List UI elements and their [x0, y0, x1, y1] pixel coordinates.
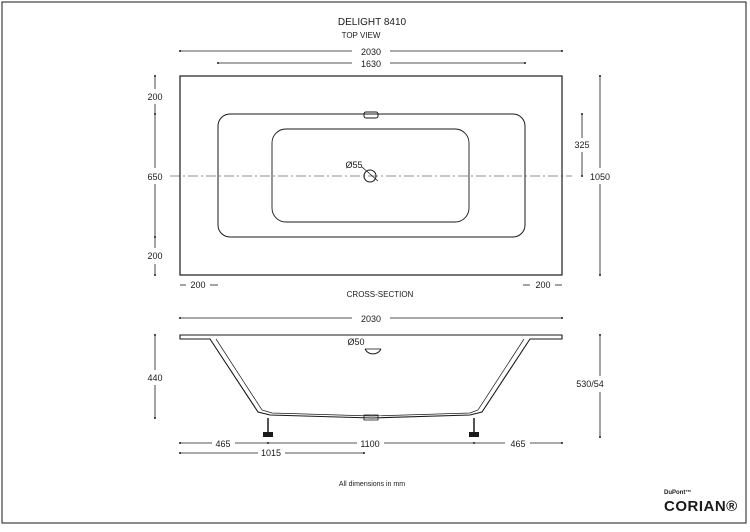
brand-dupont: DuPont™ [664, 489, 691, 496]
dimensions-note: All dimensions in mm [339, 481, 405, 488]
right-foot [469, 418, 479, 437]
left-foot [263, 418, 273, 437]
dim-overflow-diameter: Ø50 [347, 337, 364, 347]
section-drain [363, 414, 379, 421]
top-view: 2030 1630 Ø55 200 650 200 [147, 47, 610, 290]
drain-icon [363, 169, 377, 183]
tub-section-inner-wall [215, 338, 525, 417]
dim-drain-diameter: Ø55 [345, 160, 362, 170]
dim-right-foot: 465 [510, 439, 525, 449]
dim-depth: 440 [147, 373, 162, 383]
corian-logo: DuPont™ CORIAN® [664, 489, 738, 515]
dim-overall-width: 1050 [590, 172, 610, 182]
view-label-top: TOP VIEW [342, 31, 381, 40]
overflow-slot [363, 111, 379, 119]
dim-left-margin: 200 [190, 280, 205, 290]
dim-foot-offset: 1015 [261, 448, 281, 458]
drawing-title: DELIGHT 8410 [338, 17, 407, 28]
dim-top-margin: 200 [147, 92, 162, 102]
dim-drain-offset: 325 [574, 140, 589, 150]
dim-section-overall-length: 2030 [361, 314, 381, 324]
view-label-cross-section: CROSS-SECTION [347, 290, 414, 299]
dim-right-margin: 200 [535, 280, 550, 290]
dim-left-foot: 465 [215, 439, 230, 449]
dim-total-height: 530/54 [576, 379, 604, 389]
sheet-border [1, 1, 747, 524]
overflow-icon [364, 348, 382, 355]
dim-foot-span: 1100 [360, 439, 379, 449]
dim-top-inner-length: 1630 [361, 59, 381, 69]
dim-middle-width: 650 [147, 172, 162, 182]
cross-section-view: 2030 Ø50 440 530/54 [147, 314, 603, 458]
tub-outer-outline [179, 75, 563, 276]
brand-corian: CORIAN® [664, 498, 738, 515]
tub-rim-outline [217, 113, 526, 238]
tub-basin-outline [271, 128, 470, 223]
dim-bottom-margin: 200 [147, 251, 162, 261]
tub-section-profile [179, 334, 563, 419]
dim-top-overall-length: 2030 [361, 47, 381, 57]
